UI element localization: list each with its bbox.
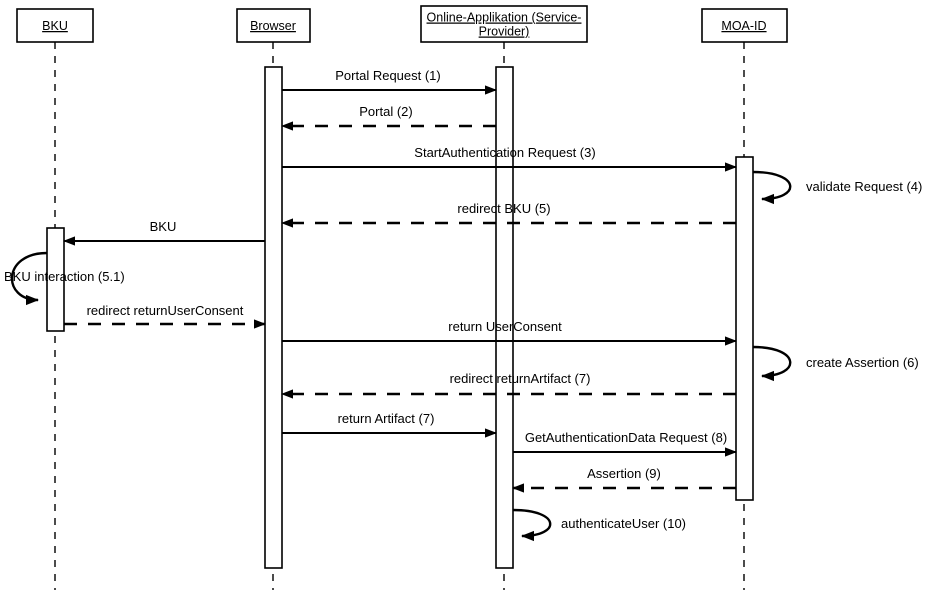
message-11: redirect returnArtifact (7)	[281, 371, 736, 399]
lifeline-head-browser[interactable]: Browser	[236, 8, 311, 43]
activations-layer	[46, 66, 754, 569]
activation-bar-moaid	[735, 156, 754, 501]
message-label: return UserConsent	[448, 319, 562, 334]
lifeline-box-oa	[420, 5, 588, 43]
message-label: BKU interaction (5.1)	[4, 269, 125, 284]
message-4: validate Request (4)	[752, 170, 922, 205]
message-9: return UserConsent	[282, 319, 737, 346]
lifeline-box-bku	[16, 8, 94, 43]
message-label: redirect BKU (5)	[457, 201, 550, 216]
message-7: BKU interaction (5.1)	[4, 251, 125, 306]
lifeline-box-browser	[236, 8, 311, 43]
activation-bar-browser	[264, 66, 283, 569]
self-message-arrow	[512, 508, 552, 542]
message-label: redirect returnUserConsent	[87, 303, 244, 318]
message-label: return Artifact (7)	[338, 411, 435, 426]
message-label: Portal Request (1)	[335, 68, 441, 83]
message-8: redirect returnUserConsent	[64, 303, 266, 329]
message-3: StartAuthentication Request (3)	[282, 145, 737, 172]
message-5: redirect BKU (5)	[281, 201, 736, 228]
messages-layer: Portal Request (1) Portal (2) StartAuthent…	[4, 68, 922, 542]
activation-bar-bku	[46, 227, 65, 332]
message-1: Portal Request (1)	[282, 68, 497, 95]
message-label: Portal (2)	[359, 104, 412, 119]
lifeline-label-oa: Provider)	[479, 25, 530, 39]
lifeline-head-moaid[interactable]: MOA-ID	[701, 8, 788, 43]
activation-bar-oa	[495, 66, 514, 569]
message-label: GetAuthenticationData Request (8)	[525, 430, 727, 445]
message-6: BKU	[63, 219, 265, 246]
message-14: Assertion (9)	[512, 466, 736, 493]
lifeline-box-moaid	[701, 8, 788, 43]
message-15: authenticateUser (10)	[512, 508, 686, 542]
message-label: authenticateUser (10)	[561, 516, 686, 531]
message-label: redirect returnArtifact (7)	[450, 371, 591, 386]
lifeline-label-moaid: MOA-ID	[721, 19, 766, 33]
lifeline-label-bku: BKU	[42, 19, 68, 33]
message-2: Portal (2)	[281, 104, 496, 131]
message-label: StartAuthentication Request (3)	[414, 145, 595, 160]
lifeline-head-bku[interactable]: BKU	[16, 8, 94, 43]
message-13: GetAuthenticationData Request (8)	[513, 430, 737, 457]
message-10: create Assertion (6)	[752, 345, 919, 382]
self-message-arrow	[752, 345, 792, 382]
message-label: BKU	[150, 219, 177, 234]
self-message-arrow	[752, 170, 792, 205]
message-label: validate Request (4)	[806, 179, 922, 194]
lifeline-head-oa[interactable]: Online-Applikation (Service-Provider)	[420, 5, 588, 43]
message-label: Assertion (9)	[587, 466, 661, 481]
lifeline-label-oa: Online-Applikation (Service-	[427, 11, 582, 25]
lifeline-label-browser: Browser	[250, 19, 296, 33]
message-12: return Artifact (7)	[282, 411, 497, 438]
lifeline-heads-layer: BKU Browser Online-Applikation (Service-Pr…	[16, 5, 788, 43]
self-message-arrow	[10, 251, 48, 306]
message-label: create Assertion (6)	[806, 355, 919, 370]
